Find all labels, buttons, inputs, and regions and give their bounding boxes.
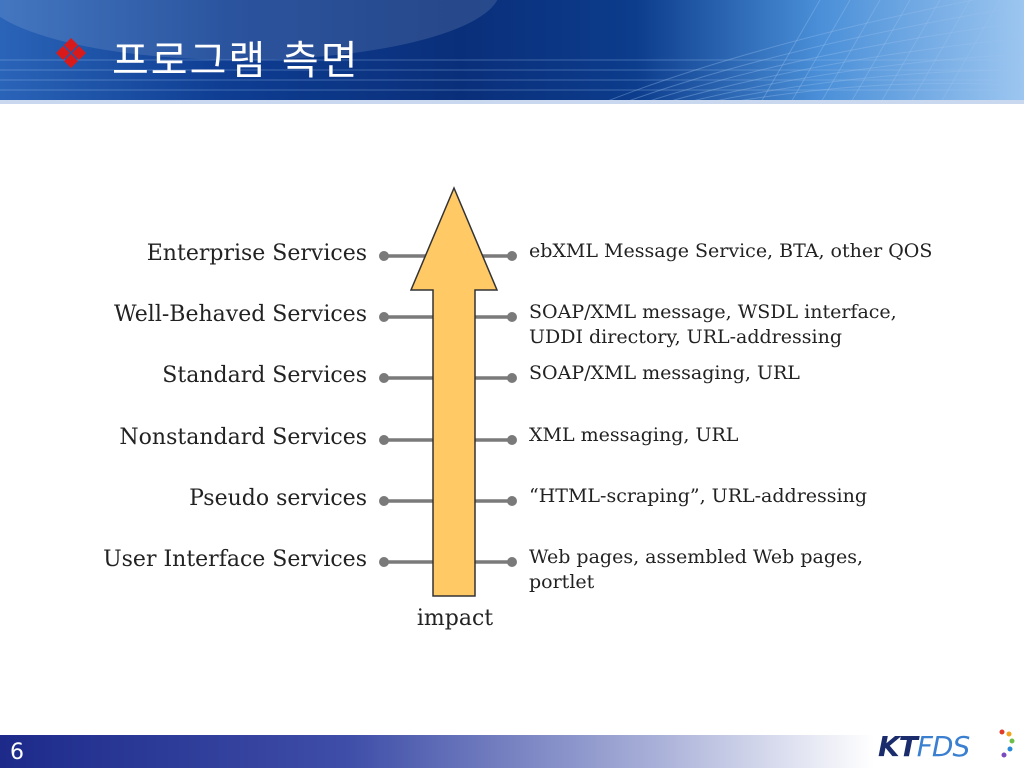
service-level-examples: “HTML-scraping”, URL-addressing <box>529 484 867 509</box>
left-connector-dot <box>379 251 389 261</box>
service-level-label: Nonstandard Services <box>119 425 367 450</box>
service-level-examples: ebXML Message Service, BTA, other QOS <box>529 239 932 264</box>
right-connector-dot <box>507 435 517 445</box>
example-line: portlet <box>529 571 595 593</box>
slide-header <box>0 0 1024 104</box>
service-level-examples: XML messaging, URL <box>529 423 738 448</box>
header-grid-pattern <box>0 0 1024 104</box>
logo-fds-text: FDS <box>916 730 970 763</box>
example-line: “HTML-scraping”, URL-addressing <box>529 485 867 507</box>
kt-fds-logo: KTFDS <box>878 724 1018 764</box>
diamond-bullet-icon <box>56 38 86 68</box>
left-connector-dot <box>379 496 389 506</box>
impact-arrow <box>409 186 499 597</box>
left-connector-dot <box>379 373 389 383</box>
logo-kt-text: KT <box>878 730 918 763</box>
slide-footer <box>0 735 1024 768</box>
example-line: UDDI directory, URL-addressing <box>529 326 842 348</box>
service-level-examples: SOAP/XML message, WSDL interface, UDDI di… <box>529 300 897 350</box>
service-level-label: Pseudo services <box>189 486 367 511</box>
example-line: SOAP/XML messaging, URL <box>529 362 800 384</box>
header-rule <box>0 100 1024 104</box>
footer-bar <box>0 735 874 768</box>
service-level-label: User Interface Services <box>103 547 367 572</box>
right-connector-dot <box>507 373 517 383</box>
service-level-examples: Web pages, assembled Web pages, portlet <box>529 545 863 595</box>
logo-dots-icon <box>999 729 1015 758</box>
left-connector-dot <box>379 557 389 567</box>
service-level-label: Well-Behaved Services <box>113 302 367 327</box>
page-title: 프로그램 측면 <box>112 38 360 84</box>
arrow-label: impact <box>416 606 494 631</box>
right-connector-dot <box>507 496 517 506</box>
example-line: ebXML Message Service, BTA, other QOS <box>529 240 933 262</box>
right-connector-dot <box>507 251 517 261</box>
service-level-label: Standard Services <box>162 363 367 388</box>
example-line: SOAP/XML message, WSDL interface, <box>529 301 897 323</box>
right-connector-dot <box>507 312 517 322</box>
service-level-examples: SOAP/XML messaging, URL <box>529 361 800 386</box>
left-connector-dot <box>379 435 389 445</box>
page-number: 6 <box>10 740 24 765</box>
example-line: Web pages, assembled Web pages, <box>529 546 864 568</box>
right-connector-dot <box>507 557 517 567</box>
left-connector-dot <box>379 312 389 322</box>
example-line: XML messaging, URL <box>529 424 739 446</box>
service-level-label: Enterprise Services <box>146 241 367 266</box>
